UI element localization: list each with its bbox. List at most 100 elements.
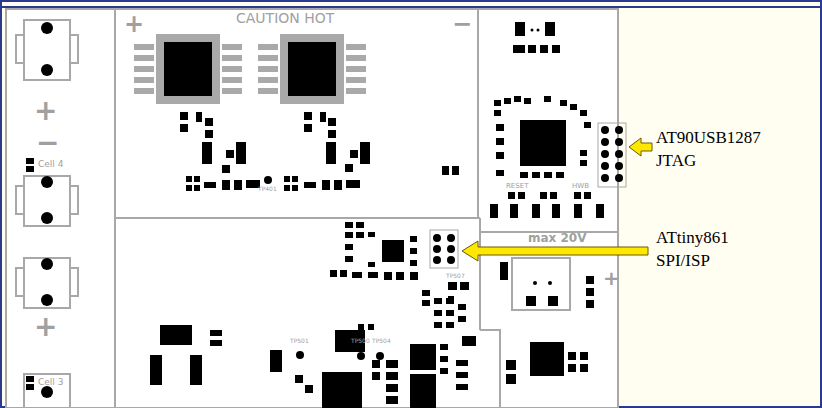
regulators-part-part: [194, 185, 200, 191]
power-stage-part: [357, 352, 365, 360]
regulators-part-part: [134, 55, 154, 61]
usb-controller-part: [545, 22, 555, 36]
regulators-part-part: [442, 166, 449, 175]
attiny-section-part: [368, 272, 378, 278]
regulators-part-part: [320, 112, 326, 122]
test-point-label: TP500: [351, 338, 370, 344]
button-label: HWB: [572, 183, 589, 190]
usb-controller-part: [574, 204, 582, 218]
spi-header-part-part: [433, 245, 441, 253]
input-section-part-part: [568, 364, 576, 372]
spi-header: [430, 230, 458, 268]
cell-holders-part: [26, 22, 53, 398]
usb-controller-part: [540, 45, 548, 53]
usb-controller-part: [504, 98, 511, 104]
warning-silkscreen: CAUTION HOT: [236, 11, 334, 26]
regulators-part-part: [205, 118, 213, 126]
cell-holders-part-part: [26, 384, 34, 390]
spi-header-part-part: [433, 256, 441, 264]
input-section-part-part: [580, 352, 588, 360]
callout-arrows-part: [629, 138, 652, 156]
regulators-part-part: [346, 66, 366, 72]
button-label-box: HWB: [572, 183, 589, 190]
panel-lines-part: [115, 217, 480, 219]
test-point-label: TP401: [258, 186, 277, 192]
attiny-section-part: [448, 296, 454, 302]
usb-controller-part: [494, 110, 501, 116]
test-point-label: TP507: [446, 273, 465, 279]
polarity-mark-box: +: [124, 12, 144, 37]
polarity-mark-box: +: [603, 268, 620, 289]
power-stage-part: [376, 352, 384, 360]
usb-controller-part: [584, 122, 591, 128]
power-stage-part: [386, 396, 398, 404]
polarity-mark: +: [603, 268, 620, 289]
usb-controller-part: [532, 204, 540, 218]
jtag-header-part-part: [615, 138, 623, 146]
regulators-part-part: [345, 164, 353, 172]
regulators-part-part: [292, 185, 298, 191]
power-stage-part: [440, 356, 448, 362]
regulators-part-part: [452, 166, 459, 175]
regulators-part-part: [258, 55, 278, 61]
usb-controller-part: [552, 204, 560, 218]
regulators-part-part: [258, 77, 278, 83]
regulators-part-part: [156, 34, 220, 104]
power-stage-part: [386, 372, 398, 380]
attiny-section-part: [422, 300, 430, 306]
usb-controller-part: [570, 104, 577, 110]
usb-controller-part: [528, 45, 536, 53]
jtag-header-part-part: [601, 174, 609, 182]
usb-controller-part: [532, 172, 540, 178]
cell-holders-part-part: [70, 35, 78, 63]
panel-lines: [115, 9, 618, 408]
usb-controller-part: [544, 96, 551, 102]
attiny-section-part: [458, 304, 466, 310]
regulators-part-part: [222, 180, 230, 190]
test-point-label: TP504: [372, 338, 391, 344]
test-point-label: TP501: [290, 338, 309, 344]
power-stage-part: [372, 372, 380, 380]
callout-label-box: AT90USB1287 JTAG: [656, 126, 781, 172]
cell-holders: [16, 20, 78, 408]
cell-holders-part-part: [41, 64, 53, 76]
attiny-section-part: [356, 232, 364, 238]
regulators-part-part: [234, 180, 242, 190]
cell-holders-part-part: [16, 35, 24, 63]
regulators-part-part: [350, 150, 358, 158]
jtag-header-part-part: [601, 150, 609, 158]
usb-controller-part: [490, 204, 498, 218]
usb-controller-part: [496, 170, 504, 176]
usb-controller-part: [520, 120, 566, 166]
cell-label: Cell 4: [38, 160, 63, 169]
panel-lines-part: [479, 218, 481, 330]
cell-holders-part-part: [41, 386, 53, 398]
board-outline: [6, 9, 618, 408]
regulators-part-part: [326, 142, 336, 164]
usb-controller-part: [496, 152, 504, 159]
regulators-part-part: [134, 66, 154, 72]
callout-label-box: ATtiny861 SPI/ISP: [656, 226, 781, 272]
regulators-part-part: [222, 77, 242, 83]
power-stage-part: [368, 324, 374, 330]
attiny-section-part: [356, 222, 364, 228]
jtag-header-part-part: [615, 150, 623, 158]
power-stage-part: [456, 372, 468, 378]
usb-controller-part: [520, 172, 528, 178]
usb-controller: [490, 22, 604, 218]
power-stage-part: [386, 384, 398, 392]
regulators-part-part: [328, 118, 336, 126]
regulators-part-part: [258, 88, 278, 94]
power-stage-part: [296, 351, 304, 359]
regulators-part-part: [360, 142, 370, 164]
spi-header-part-part: [447, 234, 455, 242]
attiny-section-part: [446, 322, 454, 328]
regulators-part-part: [186, 176, 192, 182]
power-stage-part: [305, 385, 313, 393]
test-point-label-box: TP401: [258, 186, 277, 192]
jtag-header-part-part: [601, 138, 609, 146]
power-stage-part: [456, 384, 468, 390]
regulators-part-part: [202, 142, 212, 164]
regulators-part-part: [258, 44, 278, 50]
